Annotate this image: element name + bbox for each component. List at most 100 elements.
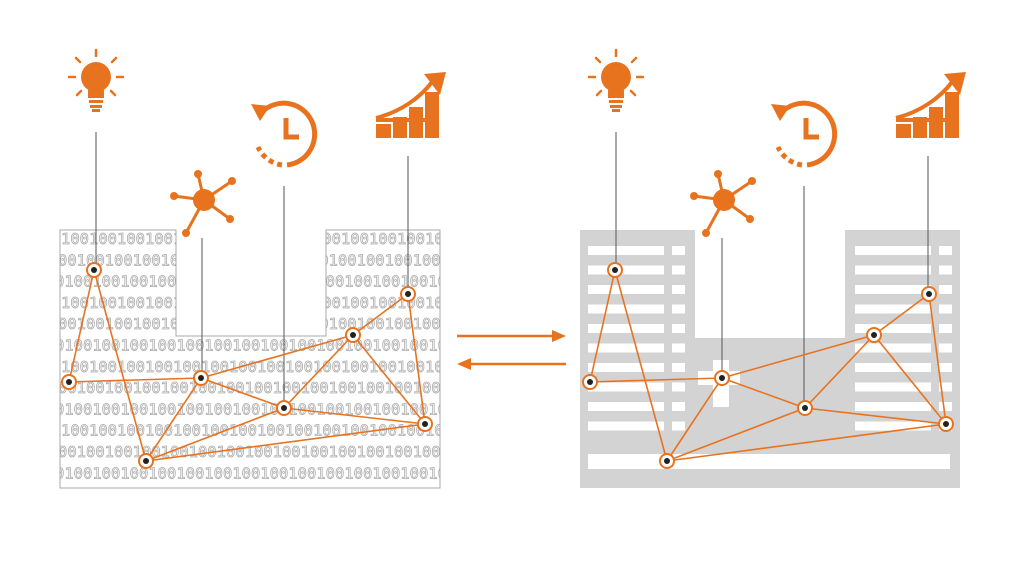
network-edge — [200, 377, 285, 409]
network-edge — [68, 377, 202, 383]
network-node-dot — [719, 375, 725, 381]
structured-row-bar — [588, 265, 664, 275]
structured-row-bar — [588, 382, 664, 392]
binary-row: 0010010010010010010010010010010010010010… — [58, 379, 590, 397]
structured-bottom-bar — [588, 454, 950, 469]
network-hub-icon — [170, 170, 236, 237]
network-graph-left — [61, 262, 433, 469]
structured-row-bar — [672, 304, 685, 314]
structured-row-bar — [939, 246, 952, 255]
network-node-dot — [871, 332, 877, 338]
network-node-dot — [198, 375, 204, 381]
network-node-dot — [587, 379, 593, 385]
structured-row-bar — [939, 265, 952, 275]
structured-data-block — [580, 230, 960, 488]
network-edge — [721, 377, 806, 409]
network-node-dot — [926, 291, 932, 297]
structured-row-bar — [588, 343, 664, 353]
network-node-dot — [66, 379, 72, 385]
structured-row-bar — [588, 246, 664, 255]
structured-row-bar — [855, 304, 931, 314]
network-edge — [93, 269, 147, 462]
structured-row-bar — [855, 324, 931, 333]
network-edge — [873, 334, 947, 425]
structured-row-bar — [939, 402, 952, 411]
structured-row-bar — [672, 285, 685, 294]
binary-row: 0010010010010010010010010010010010010010… — [58, 315, 590, 333]
network-graph-right — [582, 262, 954, 469]
structured-row-bar — [588, 324, 664, 333]
network-node-dot — [350, 332, 356, 338]
network-edge — [407, 293, 426, 425]
icon-group-left — [67, 48, 446, 237]
structured-row-bar — [939, 382, 952, 392]
structured-row-bar — [672, 246, 685, 255]
network-node-dot — [143, 458, 149, 464]
network-edge — [145, 423, 426, 462]
network-edge — [283, 407, 426, 425]
network-edge — [589, 377, 723, 383]
network-edge — [68, 269, 95, 383]
network-edge — [928, 293, 947, 425]
structured-row-bar — [855, 285, 931, 294]
structured-row-bar — [939, 324, 952, 333]
structured-row-bar — [588, 421, 664, 431]
binary-row: 0100100100100100100100100100100100100100… — [55, 337, 578, 355]
network-node-dot — [405, 291, 411, 297]
network-node-dot — [281, 405, 287, 411]
leader-lines — [95, 132, 929, 408]
structured-row-bar — [672, 382, 685, 392]
binary-row: 1001001001001001001001001001001001001001… — [61, 230, 602, 248]
structured-row-bar — [855, 246, 931, 255]
binary-row: 0100100100100100100100100100100100100100… — [55, 464, 578, 482]
network-node-dot — [91, 267, 97, 273]
network-edge — [145, 377, 202, 462]
network-edge — [873, 293, 930, 336]
network-edge — [666, 407, 806, 462]
structured-row-bar — [855, 382, 931, 392]
structured-row-bar — [588, 402, 664, 411]
binary-row: 0010010010010010010010010010010010010010… — [58, 443, 590, 461]
structured-row-bar — [855, 421, 931, 431]
structured-row-bar — [672, 324, 685, 333]
binary-row: 1001001001001001001001001001001001001001… — [61, 358, 602, 376]
network-edge — [666, 377, 723, 462]
structured-row-bar — [939, 363, 952, 372]
structured-row-bar — [672, 402, 685, 411]
binary-row: 0100100100100100100100100100100100100100… — [55, 273, 578, 291]
network-edge — [352, 293, 409, 336]
binary-row: 1001001001001001001001001001001001001001… — [61, 294, 602, 312]
network-edge — [200, 334, 354, 379]
structured-row-bar — [855, 343, 931, 353]
structured-row-bar — [588, 285, 664, 294]
growth-chart-icon — [375, 72, 446, 138]
network-edge — [352, 334, 426, 425]
network-edge — [804, 407, 947, 425]
structured-row-bar — [855, 402, 931, 411]
structured-row-bar — [588, 363, 664, 372]
structured-row-bar — [672, 343, 685, 353]
network-edge — [721, 334, 875, 379]
lightbulb-icon — [67, 48, 125, 112]
structured-row-bar — [855, 265, 931, 275]
structured-row-bar — [672, 421, 685, 431]
structured-row-bar — [939, 285, 952, 294]
history-clock-icon — [251, 100, 318, 168]
network-node-dot — [422, 421, 428, 427]
structured-row-bar — [672, 363, 685, 372]
structured-row-bar — [855, 363, 931, 372]
network-edge — [145, 407, 285, 462]
arrow-left-icon — [457, 358, 566, 370]
structured-row-bar — [939, 304, 952, 314]
network-node-dot — [943, 421, 949, 427]
network-node-dot — [612, 267, 618, 273]
binary-data-block: 1001001001001001001001001001001001001001… — [55, 229, 602, 489]
icon-group-right — [589, 50, 966, 237]
structured-row-bar — [672, 265, 685, 275]
network-edge — [666, 423, 947, 462]
binary-row: 0100100100100100100100100100100100100100… — [55, 400, 578, 418]
structured-row-bar — [939, 343, 952, 353]
network-edge — [614, 269, 668, 462]
network-edge — [283, 334, 354, 409]
